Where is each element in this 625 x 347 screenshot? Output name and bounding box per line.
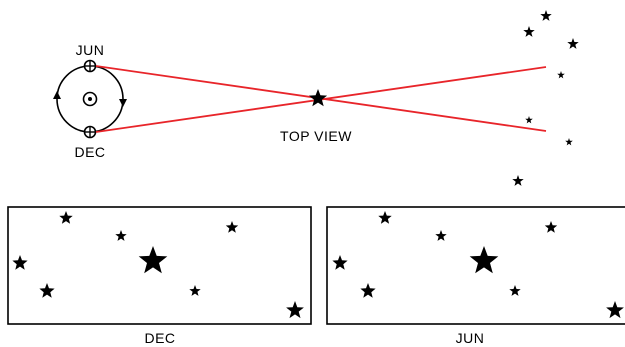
background-star-icon [523,26,535,37]
star-icon [332,255,348,270]
featured-star-icon [469,246,499,274]
orbit-arrow-left-icon [53,91,61,99]
background-star-icon [525,116,533,124]
earth-june-icon [83,59,97,73]
star-icon [378,211,392,224]
background-star-icon [557,71,565,79]
star-icon [59,211,73,224]
background-star-icon [565,138,573,146]
star-icon [115,230,127,241]
panel-june-frame [326,206,625,325]
star-icon [12,255,28,270]
label-jun-orbit: JUN [76,42,105,58]
earth-december-icon [83,125,97,139]
star-icon [360,283,376,298]
star-icon [225,221,239,233]
star-icon [189,285,201,296]
orbit-arrow-right-icon [119,99,127,107]
panel-december: DEC [7,206,312,346]
label-top-view: TOP VIEW [280,128,352,144]
star-icon [286,301,304,319]
star-icon [544,221,558,233]
label-dec-orbit: DEC [74,144,105,160]
panel-label-jun: JUN [456,330,485,346]
star-icon [606,301,624,319]
background-star-icon [567,38,579,49]
near-star-icon [308,89,328,107]
background-star-icon [540,10,552,21]
panel-june: JUN [326,206,625,346]
background-star-icon [512,175,524,186]
featured-star-icon [138,246,168,274]
sun-symbol-icon [82,91,98,107]
star-icon [509,285,521,296]
star-icon [39,283,55,298]
top-view: JUN DEC TOP VIEW [53,10,579,186]
star-icon [435,230,447,241]
panel-label-dec: DEC [144,330,175,346]
